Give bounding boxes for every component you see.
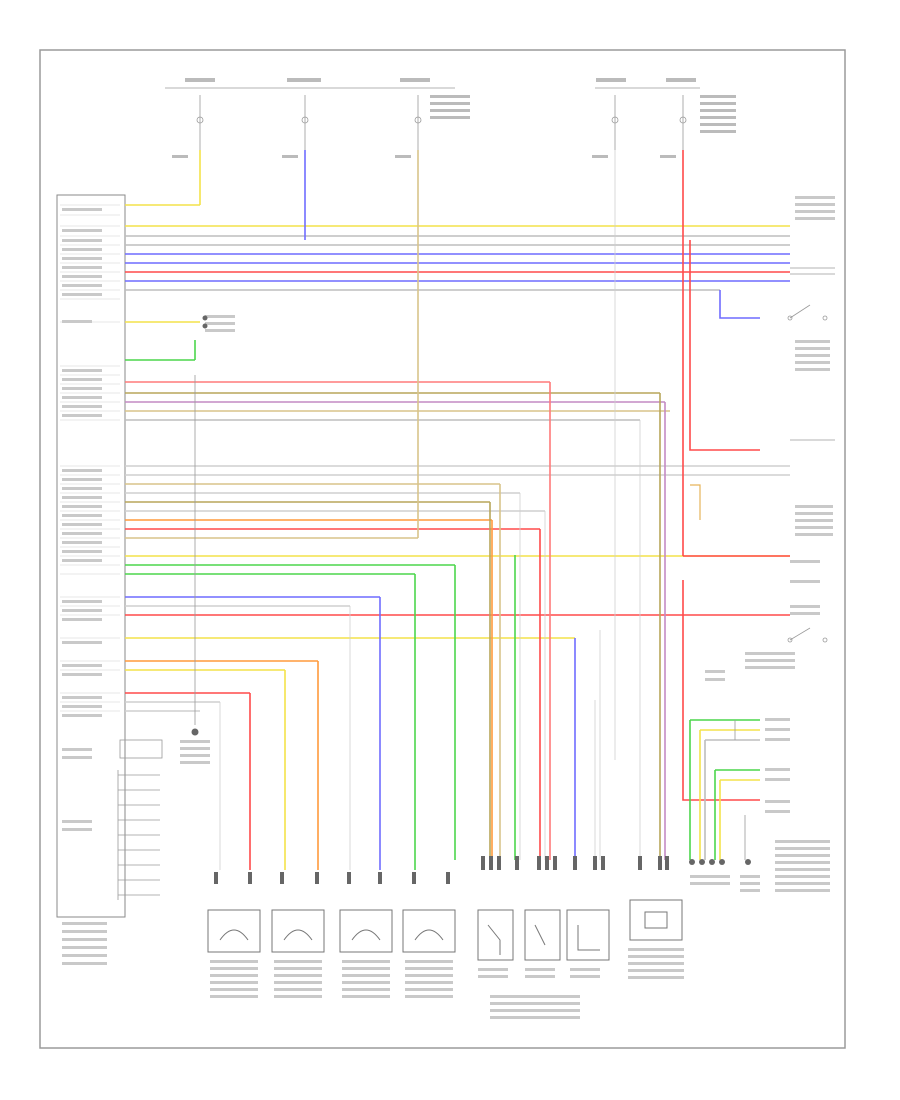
right-side-bus xyxy=(682,240,760,860)
ground-symbols xyxy=(191,315,208,736)
module-pin-label-text xyxy=(62,208,107,965)
diagram-border xyxy=(39,49,846,1049)
bottom-sensor-boxes xyxy=(207,899,683,961)
bottom-connector-pins xyxy=(214,856,751,884)
vertical-feeds xyxy=(194,150,790,870)
right-side-components xyxy=(734,267,835,740)
misc-accent-lines xyxy=(690,484,701,520)
fuse-header-blur-text xyxy=(172,78,736,158)
bottom-label-text xyxy=(180,315,760,1019)
fuse-header-group xyxy=(165,87,700,150)
module-internal-ladder xyxy=(117,739,163,900)
control-module-pin-lines xyxy=(60,204,120,712)
right-side-label-text xyxy=(705,196,835,892)
harness-wires xyxy=(125,204,790,712)
